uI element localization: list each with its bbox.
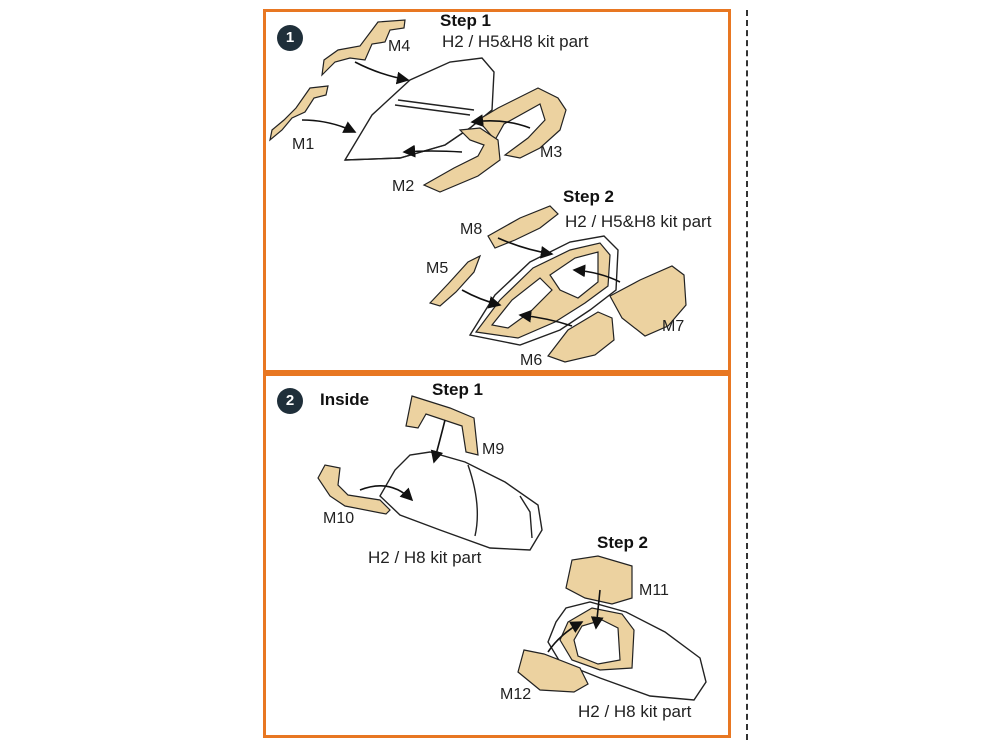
label-m9: M9 <box>482 441 505 458</box>
mask-m6 <box>547 311 615 363</box>
mask-m9 <box>405 395 479 456</box>
label-m7: M7 <box>662 318 685 335</box>
cut-line <box>746 10 748 740</box>
mask-m2 <box>422 127 501 193</box>
canopy-step1 <box>343 57 495 161</box>
panel2-step2-part: H2 / H8 kit part <box>578 702 692 721</box>
step-number-badge-2: 2 <box>277 388 303 414</box>
label-m5: M5 <box>426 260 449 277</box>
panel2-step2-title: Step 2 <box>597 533 649 552</box>
mask-m8 <box>487 205 559 249</box>
mask-m12 <box>517 649 589 693</box>
panel1-step2-title: Step 2 <box>563 187 615 206</box>
label-m8: M8 <box>460 221 483 238</box>
step-number-badge-1: 1 <box>277 25 303 51</box>
label-m4: M4 <box>388 38 411 55</box>
label-m6: M6 <box>520 352 543 369</box>
panel1-step2-subtitle: H2 / H5&H8 kit part <box>565 212 712 231</box>
label-m11: M11 <box>639 582 669 599</box>
label-m3: M3 <box>540 144 563 161</box>
label-m2: M2 <box>392 178 415 195</box>
mask-m7 <box>609 265 687 337</box>
panel1-step1-title: Step 1 <box>440 11 492 30</box>
mask-m4 <box>321 19 406 77</box>
mask-m5 <box>428 254 482 307</box>
mask-m10 <box>317 464 391 515</box>
label-m1: M1 <box>292 136 315 153</box>
panel1-step1-subtitle: H2 / H5&H8 kit part <box>442 32 589 51</box>
mask-m3 <box>477 87 567 159</box>
panel2-step1-title: Step 1 <box>432 380 484 399</box>
label-m12: M12 <box>500 686 532 703</box>
mask-m11 <box>565 555 633 605</box>
label-m10: M10 <box>323 510 355 527</box>
panel2-step1-part: H2 / H8 kit part <box>368 548 482 567</box>
mask-m1 <box>269 85 329 142</box>
inside-label: Inside <box>320 390 370 409</box>
canopy-inside-step1 <box>379 451 543 551</box>
